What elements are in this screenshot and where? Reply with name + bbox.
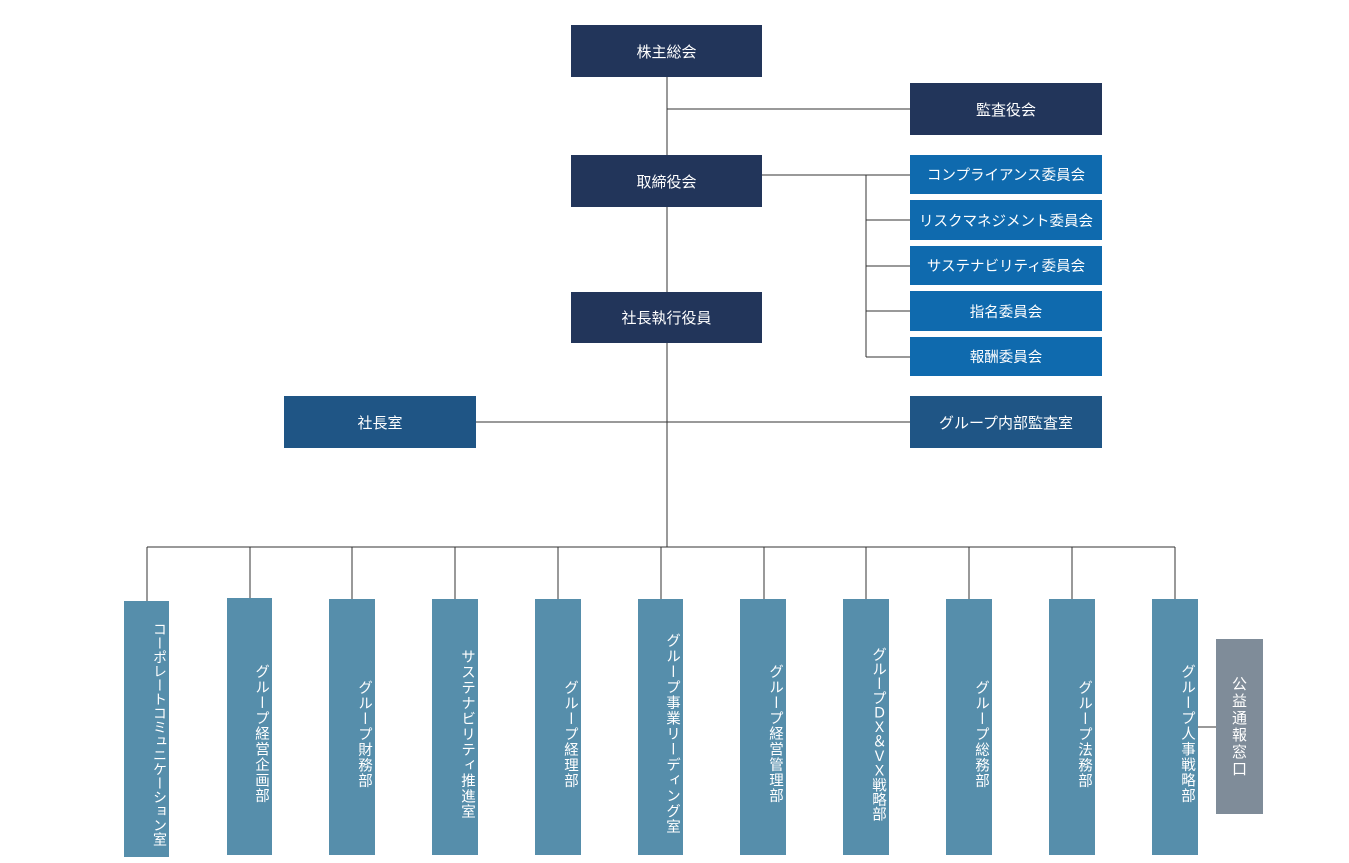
department-box-10: グループ人事戦略部	[1152, 599, 1198, 855]
compensation-committee-box: 報酬委員会	[910, 337, 1102, 376]
department-box-5: グループ事業リーディング室	[638, 599, 683, 855]
president-executive-officer-box: 社長執行役員	[571, 292, 762, 343]
shareholders-meeting-box: 株主総会	[571, 25, 762, 77]
department-box-9: グループ法務部	[1049, 599, 1095, 855]
department-box-2: グループ財務部	[329, 599, 375, 855]
department-box-7: グループＤＸ＆ＶＸ戦略部	[843, 599, 889, 855]
whistleblowing-contact-box: 公益通報窓口	[1216, 639, 1263, 814]
audit-board-box: 監査役会	[910, 83, 1102, 135]
department-box-8: グループ総務部	[946, 599, 992, 855]
group-internal-audit-box: グループ内部監査室	[910, 396, 1102, 448]
nomination-committee-box: 指名委員会	[910, 291, 1102, 331]
department-box-1: グループ経営企画部	[227, 598, 272, 855]
department-box-4: グループ経理部	[535, 599, 581, 855]
board-of-directors-box: 取締役会	[571, 155, 762, 207]
department-box-3: サステナビリティ推進室	[432, 599, 478, 855]
department-box-0: コーポレートコミュニケーション室	[124, 601, 169, 857]
president-office-box: 社長室	[284, 396, 476, 448]
compliance-committee-box: コンプライアンス委員会	[910, 155, 1102, 194]
risk-management-committee-box: リスクマネジメント委員会	[910, 200, 1102, 240]
sustainability-committee-box: サステナビリティ委員会	[910, 246, 1102, 285]
department-box-6: グループ経営管理部	[740, 599, 786, 855]
